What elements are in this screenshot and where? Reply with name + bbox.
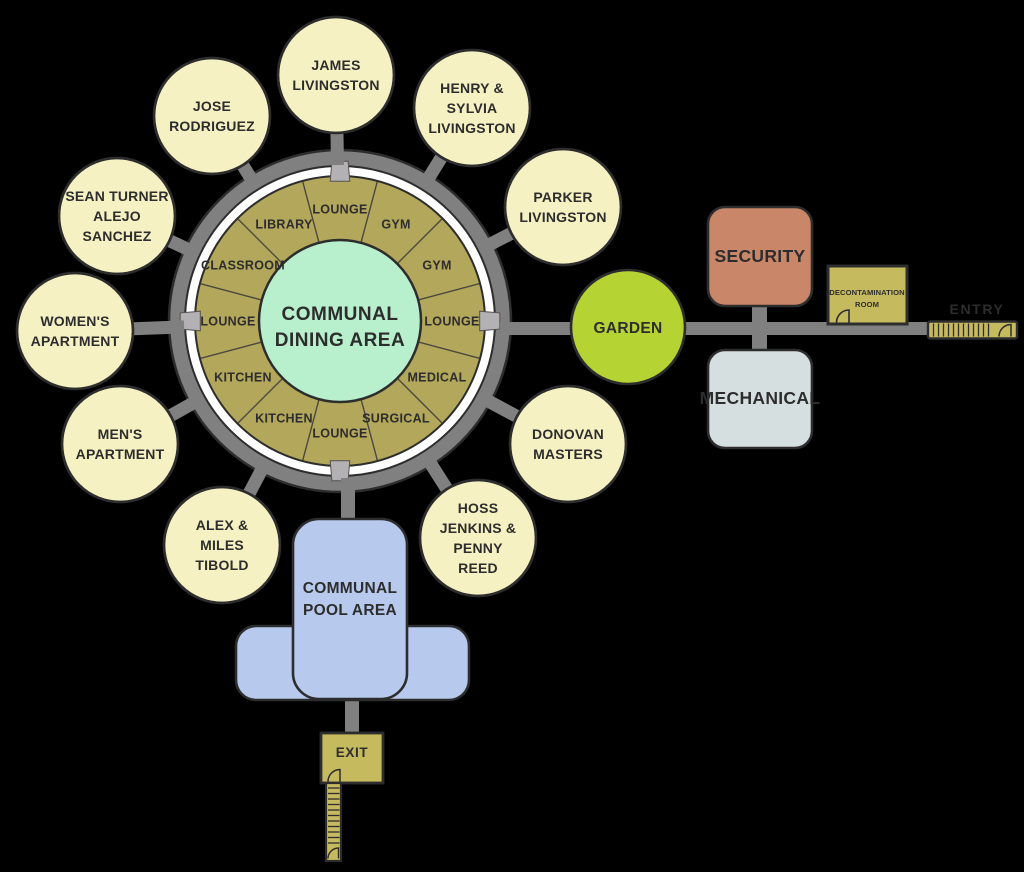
- dining-hub-floor: [257, 238, 423, 404]
- security-label: SECURITY: [715, 246, 806, 266]
- decontamination-label-line1: DECONTAMINATION: [829, 288, 904, 297]
- corridor-pool: [341, 478, 355, 522]
- residence-label-jose-rodriguez-1: RODRIGUEZ: [169, 118, 255, 134]
- ring-room-label-6: LOUNGE: [312, 427, 367, 441]
- exit-ladder-rungs: [328, 787, 340, 844]
- residence-label-hoss-jenkins-penny-reed-2: PENNY: [453, 540, 503, 556]
- security-room-box: [706, 205, 814, 308]
- decontamination-label-line2: ROOM: [855, 300, 879, 309]
- ring-room-label-0: LOUNGE: [312, 203, 367, 217]
- residence-circle-james-livingston: [276, 15, 396, 135]
- residence-label-donovan-masters-0: DONOVAN: [532, 426, 604, 442]
- exit-ladder: [324, 781, 343, 863]
- residence-label-parker-livingston-0: PARKER: [533, 189, 592, 205]
- residence-label-jose-rodriguez-0: JOSE: [193, 98, 231, 114]
- ring-doorway: [329, 460, 351, 482]
- residence-circle-sean-turner-alejo-sanchez: [57, 156, 177, 276]
- residence-label-hoss-jenkins-penny-reed-1: JENKINS &: [440, 520, 516, 536]
- dining-hub-label-line1: COMMUNAL: [282, 304, 399, 325]
- residence-label-hoss-jenkins-penny-reed-3: REED: [458, 560, 498, 576]
- residence-circle-alex-miles-tibold: [162, 485, 282, 605]
- garden-label: GARDEN: [594, 320, 663, 337]
- exit-door-icon: [327, 768, 341, 782]
- decontamination-room-box: [826, 264, 909, 326]
- ring-room-label-1: GYM: [381, 218, 410, 232]
- residence-circle-mens-apartment: [60, 384, 180, 504]
- residence-circle-womens-apartment: [15, 271, 135, 391]
- decontamination-room: DECONTAMINATION ROOM: [826, 264, 909, 326]
- ring-room-label-2: GYM: [422, 259, 451, 273]
- pool-label-line2: POOL AREA: [303, 602, 397, 619]
- central-ring: [167, 148, 513, 494]
- ring-room-labels: LOUNGEGYMGYMLOUNGEMEDICALSURGICALLOUNGEK…: [200, 203, 479, 441]
- residence-label-mens-apartment-0: MEN'S: [98, 426, 143, 442]
- dining-hub-label-line2: DINING AREA: [275, 330, 405, 351]
- ring-doorway: [179, 310, 201, 332]
- communal-pool-area: COMMUNAL POOL AREA: [234, 517, 471, 702]
- pool-label-line1: COMMUNAL: [303, 580, 398, 597]
- residence-circle-henry-sylvia-livingston: [412, 48, 532, 168]
- corridor-exit: [345, 694, 359, 736]
- residence-circle-donovan-masters: [508, 384, 628, 504]
- entry-door-icon: [998, 323, 1012, 337]
- residence-label-henry-sylvia-livingston-0: HENRY &: [440, 80, 504, 96]
- residence-label-parker-livingston-1: LIVINGSTON: [519, 209, 606, 225]
- ring-room-label-8: KITCHEN: [214, 371, 272, 385]
- residence-label-alex-miles-tibold-1: MILES: [200, 537, 244, 553]
- residence-circle-jose-rodriguez: [152, 56, 272, 176]
- residence-label-sean-turner-alejo-sanchez-0: SEAN TURNER: [65, 188, 168, 204]
- entry: ENTRY: [926, 301, 1019, 340]
- ring-room-label-3: LOUNGE: [424, 315, 479, 329]
- entry-label: ENTRY: [950, 301, 1005, 317]
- exit: EXIT: [319, 731, 385, 863]
- ring-doorway: [329, 160, 351, 182]
- garden-circle: [569, 268, 687, 386]
- residence-label-alex-miles-tibold-0: ALEX &: [196, 517, 249, 533]
- security-room: SECURITY: [706, 205, 814, 308]
- corridor-security-mechanical: [752, 300, 767, 352]
- ring-room-label-9: LOUNGE: [200, 315, 255, 329]
- residence-label-alex-miles-tibold-2: TIBOLD: [195, 557, 248, 573]
- residence-circle-parker-livingston: [503, 147, 623, 267]
- ring-room-label-5: SURGICAL: [362, 412, 430, 426]
- ring-room-label-4: MEDICAL: [407, 371, 466, 385]
- ring-doorway: [479, 310, 501, 332]
- residence-label-mens-apartment-1: APARTMENT: [76, 446, 165, 462]
- residence-label-donovan-masters-1: MASTERS: [533, 446, 603, 462]
- exit-ladder-door-icon: [327, 847, 340, 859]
- residence-circle-hoss-jenkins-penny-reed: [418, 478, 538, 598]
- residence-label-sean-turner-alejo-sanchez-1: ALEJO: [93, 208, 141, 224]
- mechanical-room: MECHANICAL: [700, 348, 821, 450]
- pool-wing-vertical: [291, 517, 409, 701]
- mechanical-room-box: [706, 348, 814, 450]
- residence-label-hoss-jenkins-penny-reed-0: HOSS: [458, 500, 498, 516]
- residence-label-womens-apartment-0: WOMEN'S: [40, 313, 109, 329]
- entry-ladder-rungs: [932, 323, 990, 337]
- exit-room-box: [319, 731, 385, 785]
- ring-room-label-11: LIBRARY: [255, 218, 313, 232]
- ring-room-label-10: CLASSROOM: [201, 259, 285, 273]
- decontamination-door-icon: [835, 309, 850, 323]
- residence-label-james-livingston-0: JAMES: [311, 57, 360, 73]
- entry-ladder: [926, 320, 1019, 340]
- residence-label-sean-turner-alejo-sanchez-2: SANCHEZ: [82, 228, 151, 244]
- residence-label-james-livingston-1: LIVINGSTON: [292, 77, 379, 93]
- garden: GARDEN: [569, 268, 687, 386]
- ring-room-label-7: KITCHEN: [255, 412, 313, 426]
- residence-label-henry-sylvia-livingston-2: LIVINGSTON: [428, 120, 515, 136]
- residences: JOSE RODRIGUEZ JAMES LIVINGSTON HENRY & SYLVI…: [15, 15, 628, 605]
- residence-label-womens-apartment-1: APARTMENT: [31, 333, 120, 349]
- exit-label: EXIT: [336, 745, 369, 760]
- mechanical-label: MECHANICAL: [700, 388, 821, 408]
- residence-label-henry-sylvia-livingston-1: SYLVIA: [447, 100, 498, 116]
